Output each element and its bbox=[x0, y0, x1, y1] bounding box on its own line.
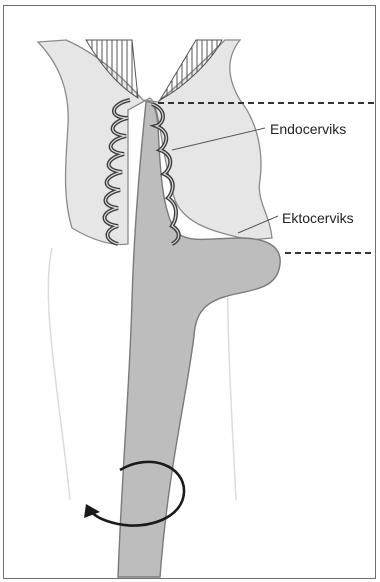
endocervix-label: Endocerviks bbox=[270, 122, 346, 136]
ectocervix-label: Ektocerviks bbox=[282, 211, 354, 225]
